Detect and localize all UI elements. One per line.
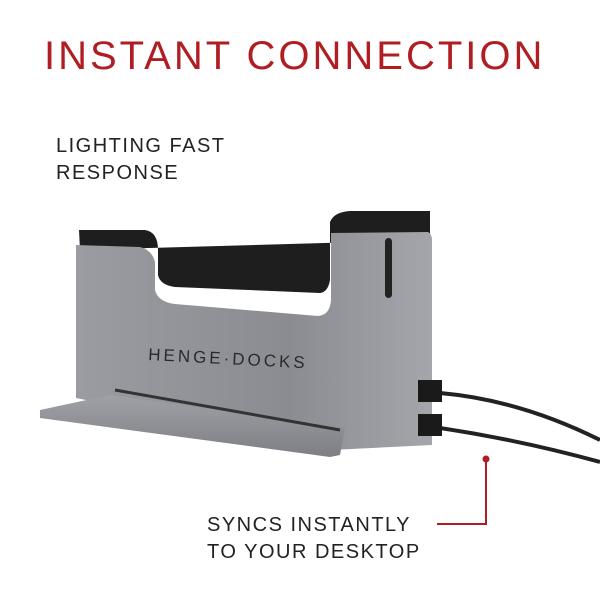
callout-bottom: SYNCS INSTANTLY TO YOUR DESKTOP xyxy=(207,512,421,566)
callout-bottom-line1: SYNCS INSTANTLY xyxy=(207,514,412,536)
headline: INSTANT CONNECTION xyxy=(44,34,546,78)
usb-port-1 xyxy=(418,380,442,402)
usb-cables xyxy=(439,391,600,464)
dock-body xyxy=(76,232,432,450)
callout-top-line2: RESPONSE xyxy=(56,162,180,184)
usb-port-2 xyxy=(418,414,442,436)
base-plate xyxy=(40,395,345,457)
card-slot xyxy=(385,238,392,298)
callout-top: LIGHTING FAST RESPONSE xyxy=(56,133,226,187)
dock-rim xyxy=(79,211,430,293)
connector-slot xyxy=(114,388,341,432)
callout-pointer xyxy=(437,455,490,525)
callout-top-line1: LIGHTING FAST xyxy=(56,135,226,157)
callout-bottom-line2: TO YOUR DESKTOP xyxy=(207,541,421,563)
